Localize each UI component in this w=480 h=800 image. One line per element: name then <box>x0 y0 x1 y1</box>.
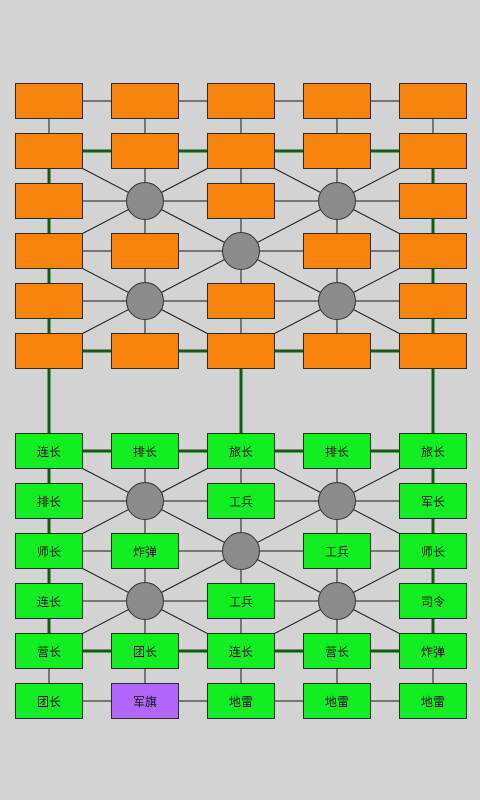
camp-circle[interactable] <box>318 482 356 520</box>
player-piece[interactable]: 排长 <box>15 483 83 519</box>
enemy-piece[interactable] <box>399 83 467 119</box>
player-piece[interactable]: 连长 <box>15 583 83 619</box>
player-piece[interactable]: 工兵 <box>303 533 371 569</box>
enemy-piece[interactable] <box>207 183 275 219</box>
enemy-piece[interactable] <box>111 333 179 369</box>
enemy-piece[interactable] <box>207 133 275 169</box>
enemy-piece[interactable] <box>303 133 371 169</box>
camp-circle[interactable] <box>126 282 164 320</box>
player-piece[interactable]: 地雷 <box>399 683 467 719</box>
player-piece[interactable]: 地雷 <box>303 683 371 719</box>
enemy-piece[interactable] <box>15 83 83 119</box>
enemy-piece[interactable] <box>15 133 83 169</box>
player-piece[interactable]: 连长 <box>207 633 275 669</box>
enemy-piece[interactable] <box>15 333 83 369</box>
player-piece[interactable]: 师长 <box>399 533 467 569</box>
player-piece[interactable]: 营长 <box>15 633 83 669</box>
player-piece[interactable]: 司令 <box>399 583 467 619</box>
player-piece[interactable]: 师长 <box>15 533 83 569</box>
player-piece[interactable]: 工兵 <box>207 483 275 519</box>
enemy-piece[interactable] <box>399 183 467 219</box>
enemy-piece[interactable] <box>399 333 467 369</box>
enemy-piece[interactable] <box>399 283 467 319</box>
enemy-piece[interactable] <box>303 333 371 369</box>
enemy-piece[interactable] <box>15 233 83 269</box>
player-piece[interactable]: 团长 <box>111 633 179 669</box>
player-piece[interactable]: 团长 <box>15 683 83 719</box>
enemy-piece[interactable] <box>111 83 179 119</box>
enemy-piece[interactable] <box>207 83 275 119</box>
player-piece[interactable]: 旅长 <box>207 433 275 469</box>
camp-circle[interactable] <box>126 582 164 620</box>
enemy-piece[interactable] <box>111 233 179 269</box>
camp-circle[interactable] <box>318 282 356 320</box>
enemy-piece[interactable] <box>303 233 371 269</box>
enemy-piece[interactable] <box>15 283 83 319</box>
player-piece[interactable]: 连长 <box>15 433 83 469</box>
player-piece[interactable]: 旅长 <box>399 433 467 469</box>
player-piece[interactable]: 炸弹 <box>399 633 467 669</box>
player-piece[interactable]: 地雷 <box>207 683 275 719</box>
player-piece[interactable]: 炸弹 <box>111 533 179 569</box>
flag-piece[interactable]: 军旗 <box>111 683 179 719</box>
enemy-piece[interactable] <box>15 183 83 219</box>
player-piece[interactable]: 排长 <box>303 433 371 469</box>
enemy-piece[interactable] <box>399 233 467 269</box>
player-piece[interactable]: 营长 <box>303 633 371 669</box>
enemy-piece[interactable] <box>207 333 275 369</box>
player-piece[interactable]: 工兵 <box>207 583 275 619</box>
enemy-piece[interactable] <box>399 133 467 169</box>
player-piece[interactable]: 排长 <box>111 433 179 469</box>
camp-circle[interactable] <box>318 182 356 220</box>
camp-circle[interactable] <box>318 582 356 620</box>
player-piece[interactable]: 军长 <box>399 483 467 519</box>
enemy-piece[interactable] <box>207 283 275 319</box>
camp-circle[interactable] <box>222 532 260 570</box>
camp-circle[interactable] <box>222 232 260 270</box>
enemy-piece[interactable] <box>303 83 371 119</box>
camp-circle[interactable] <box>126 182 164 220</box>
enemy-piece[interactable] <box>111 133 179 169</box>
camp-circle[interactable] <box>126 482 164 520</box>
